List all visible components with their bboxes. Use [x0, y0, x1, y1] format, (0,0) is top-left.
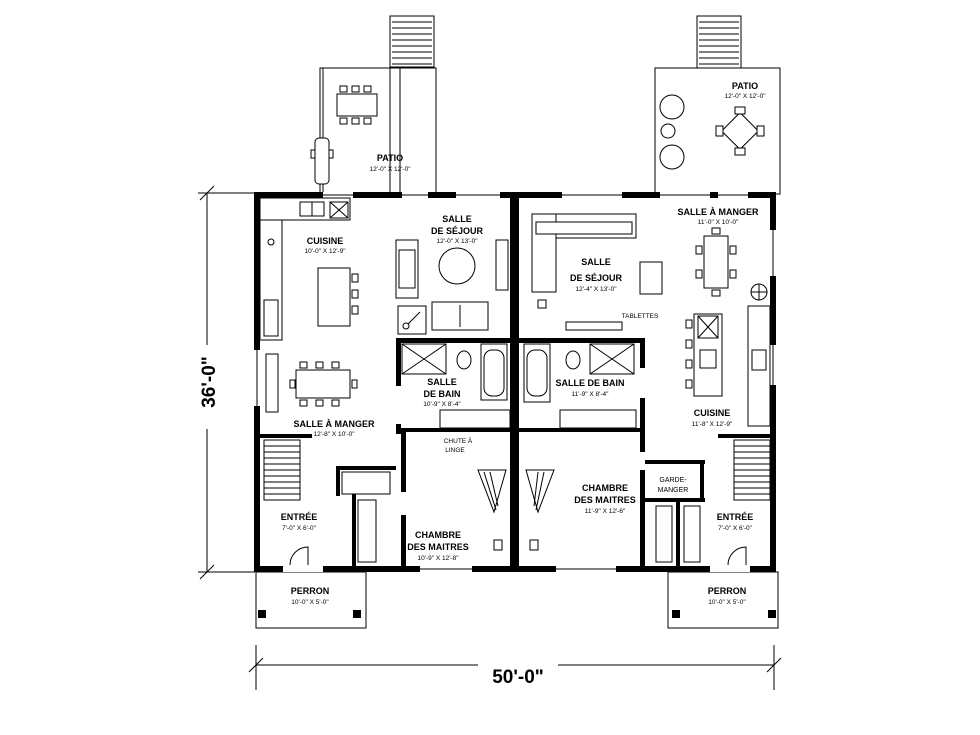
sejour-right-size: 12'-4" X 13'-0" — [575, 286, 617, 293]
tablettes-label: TABLETTES — [622, 313, 659, 320]
perron-right-label: PERRON — [708, 586, 747, 596]
sejour-right-label-2: DE SÉJOUR — [570, 273, 623, 283]
closet-left — [341, 471, 391, 563]
cuisine-left-size: 10'-0" X 12'-9" — [304, 248, 346, 255]
bain-right-label: SALLE DE BAIN — [555, 378, 624, 388]
patio-lounger-icon — [310, 137, 334, 185]
interior-walls-right — [519, 338, 770, 566]
overall-width-dimension: 50'-0" — [492, 667, 544, 688]
bath-right-fixtures — [523, 343, 637, 429]
bain-right-size: 11'-9" X 8'-4" — [572, 391, 610, 398]
patio-left-stairs — [392, 21, 432, 65]
interior-walls-left — [260, 338, 510, 567]
bed-left-icon — [477, 469, 507, 551]
bain-left-label-1: SALLE — [427, 377, 457, 387]
sofa-left-icon — [395, 239, 509, 335]
garde-label-2: MANGER — [658, 487, 689, 494]
manger-right-size: 11'-0" X 10'-0" — [698, 219, 739, 226]
perron-right-size: 10'-0" X 5'-0" — [708, 599, 746, 606]
entree-left-size: 7'-0" X 6'-0" — [282, 525, 317, 532]
patio-left-size: 12'-0" X 12'-0" — [369, 166, 411, 173]
kitchen-right-island — [685, 305, 771, 427]
manger-left-label: SALLE À MANGER — [294, 419, 376, 429]
entree-right-label: ENTRÉE — [717, 512, 754, 522]
entree-left-label: ENTRÉE — [281, 512, 318, 522]
chambre-right-label-1: CHAMBRE — [582, 483, 628, 493]
chambre-right-size: 11'-9" X 12'-6" — [585, 508, 626, 515]
perron-left-label: PERRON — [291, 586, 330, 596]
patio-round-table-icon — [715, 106, 765, 156]
entree-right-size: 7'-0" X 6'-0" — [718, 525, 753, 532]
patio-chairs-icon — [659, 94, 685, 170]
chambre-right-label-2: DES MAITRES — [574, 495, 636, 505]
cuisine-right-size: 11'-8" X 12'-9" — [692, 421, 733, 428]
kitchen-left-counter — [259, 197, 351, 341]
chambre-left-size: 10'-9" X 12'-8" — [417, 555, 459, 562]
manger-left-size: 12'-8" X 10'-0" — [313, 431, 355, 438]
entry-door-right — [727, 546, 747, 566]
patio-left-label: PATIO — [377, 153, 403, 163]
kitchen-left-island — [317, 267, 359, 327]
stairs-left — [263, 439, 301, 501]
windows — [254, 192, 776, 572]
patio-right-stairs — [699, 21, 739, 65]
bain-left-size: 10'-9" X 8'-4" — [423, 401, 461, 408]
stairs-right — [733, 439, 771, 501]
chambre-left-label-2: DES MAITRES — [407, 542, 469, 552]
dining-right-table — [695, 227, 737, 297]
sejour-left-size: 12'-0" X 13'-0" — [436, 238, 478, 245]
cuisine-left-label: CUISINE — [307, 236, 344, 246]
sofa-right-icon — [531, 213, 663, 331]
chambre-left-label-1: CHAMBRE — [415, 530, 461, 540]
patio-right-label: PATIO — [732, 81, 758, 91]
manger-right-label: SALLE À MANGER — [678, 207, 760, 217]
patio-table-icon — [336, 85, 378, 125]
closet-right — [655, 505, 701, 563]
bed-right-icon — [525, 469, 555, 551]
dining-left-table — [265, 353, 358, 413]
chute-label-2: LINGE — [445, 447, 465, 454]
plant-icon — [750, 283, 768, 301]
entry-door-left — [289, 546, 309, 566]
overall-depth-dimension: 36'-0" — [199, 356, 220, 408]
cuisine-right-label: CUISINE — [694, 408, 731, 418]
chute-label-1: CHUTE À — [444, 436, 473, 445]
bath-left-fixtures — [401, 343, 511, 429]
perron-left-size: 10'-0" X 5'-0" — [291, 599, 329, 606]
garde-label-1: GARDE- — [659, 477, 687, 484]
bain-left-label-2: DE BAIN — [423, 389, 460, 399]
patio-right-size: 12'-0" X 12'-0" — [724, 93, 766, 100]
sejour-right-label-1: SALLE — [581, 257, 611, 267]
sejour-left-label-2: DE SÉJOUR — [431, 226, 484, 236]
sejour-left-label-1: SALLE — [442, 214, 472, 224]
